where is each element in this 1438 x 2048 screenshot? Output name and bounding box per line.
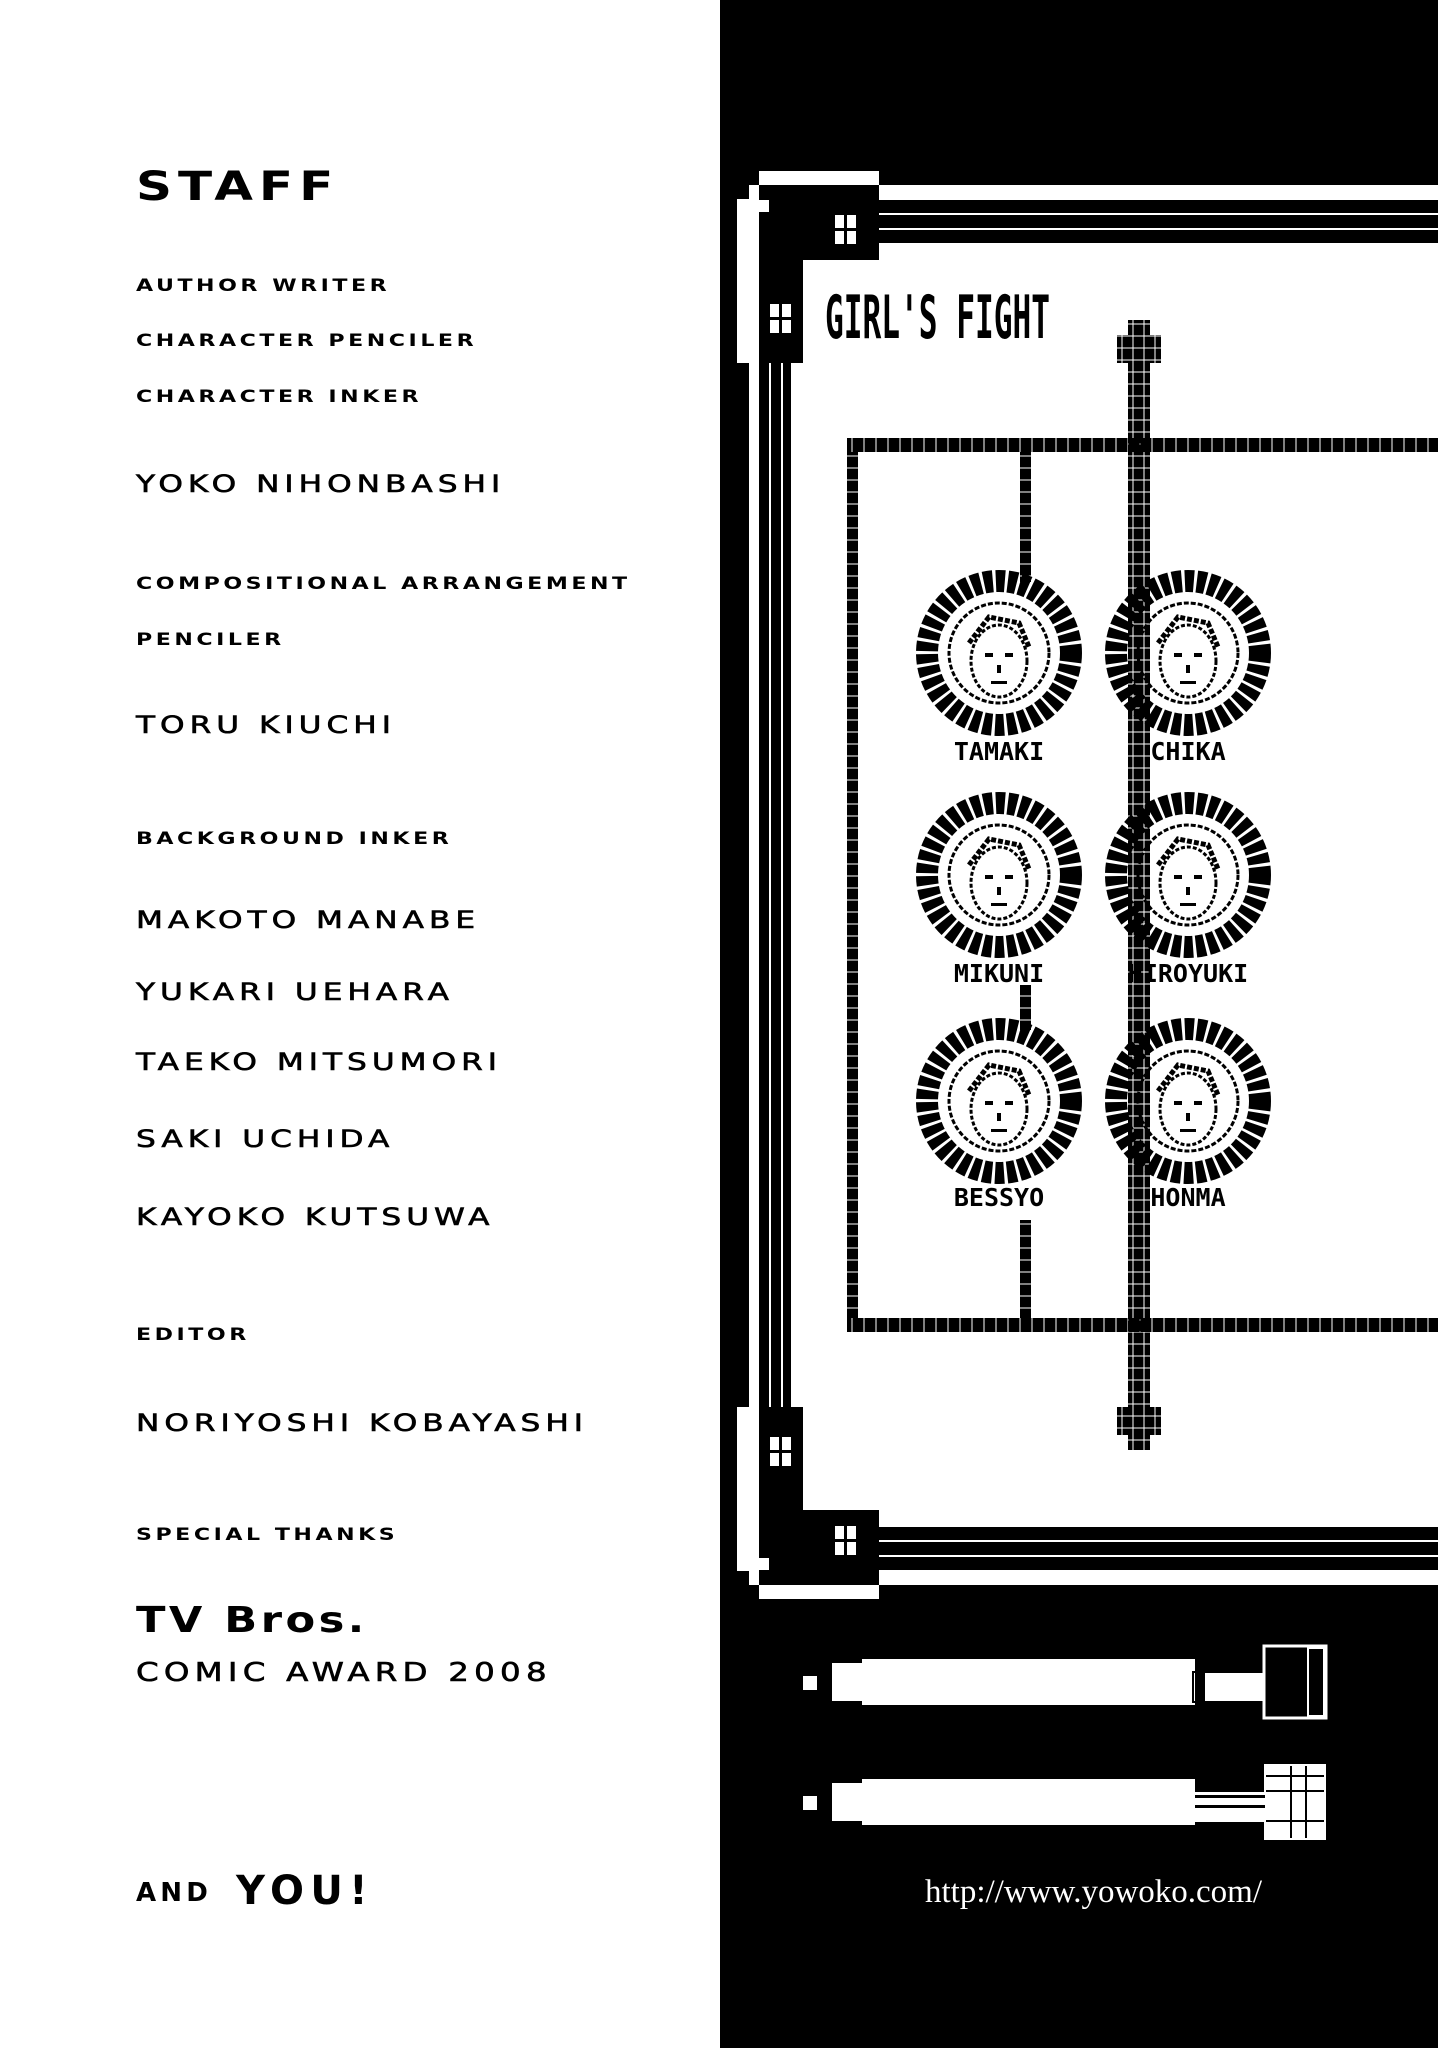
staff-title: STAFF xyxy=(136,164,340,210)
tv-bros-name: TV Bros. xyxy=(136,1600,368,1641)
comic-award: COMIC AWARD 2008 xyxy=(136,1658,552,1689)
portrait-bessyo: BESSYO xyxy=(927,1029,1071,1212)
and-label: AND xyxy=(136,1878,212,1908)
staff-name: SAKI UCHIDA xyxy=(136,1125,395,1154)
staff-name: TAEKO MITSUMORI xyxy=(136,1048,502,1077)
portrait-hiroyuki: HIROYUKI xyxy=(1116,803,1260,988)
role-label: PENCILER xyxy=(136,630,285,650)
character-name: MIKUNI xyxy=(954,959,1044,988)
pen-icon xyxy=(803,1764,1326,1840)
portrait-honma: HONMA xyxy=(1116,1029,1260,1212)
character-portraits: TAMAKI CHIKA MIKUNI HIROYUKI BESSYO HONM… xyxy=(927,581,1260,1212)
staff-name: YUKARI UEHARA xyxy=(136,978,454,1007)
role-label: CHARACTER PENCILER xyxy=(136,331,478,351)
staff-name: KAYOKO KUTSUWA xyxy=(136,1203,495,1232)
frame-top xyxy=(737,171,1438,885)
character-name: CHIKA xyxy=(1150,737,1225,766)
portrait-tamaki: TAMAKI xyxy=(927,581,1071,766)
frame-bottom xyxy=(737,885,1438,1599)
character-name: TAMAKI xyxy=(954,737,1044,766)
role-label: SPECIAL THANKS xyxy=(136,1525,399,1545)
role-label: AUTHOR WRITER xyxy=(136,276,391,296)
staff-name: MAKOTO MANABE xyxy=(136,906,481,935)
portrait-mikuni: MIKUNI xyxy=(927,803,1071,988)
website-url[interactable]: http://www.yowoko.com/ xyxy=(925,1874,1263,1910)
character-name: HONMA xyxy=(1150,1183,1225,1212)
role-label: COMPOSITIONAL ARRANGEMENT xyxy=(136,574,631,594)
character-name: HIROYUKI xyxy=(1128,959,1248,988)
artwork-title: GIRL'S FIGHT xyxy=(825,283,1050,353)
you-label: YOU! xyxy=(236,1868,374,1914)
pixel-grid-lines xyxy=(847,320,1438,1450)
role-label: EDITOR xyxy=(136,1325,250,1345)
staff-name: YOKO NIHONBASHI xyxy=(136,470,506,499)
staff-credits-panel: STAFF AUTHOR WRITER CHARACTER PENCILER C… xyxy=(135,164,631,1914)
character-name: BESSYO xyxy=(954,1183,1044,1212)
pen-icon xyxy=(803,1644,1328,1720)
role-label: BACKGROUND INKER xyxy=(136,829,453,849)
staff-name: NORIYOSHI KOBAYASHI xyxy=(136,1409,589,1438)
portrait-chika: CHIKA xyxy=(1116,581,1260,766)
staff-name: TORU KIUCHI xyxy=(136,711,396,740)
role-label: CHARACTER INKER xyxy=(136,387,423,407)
